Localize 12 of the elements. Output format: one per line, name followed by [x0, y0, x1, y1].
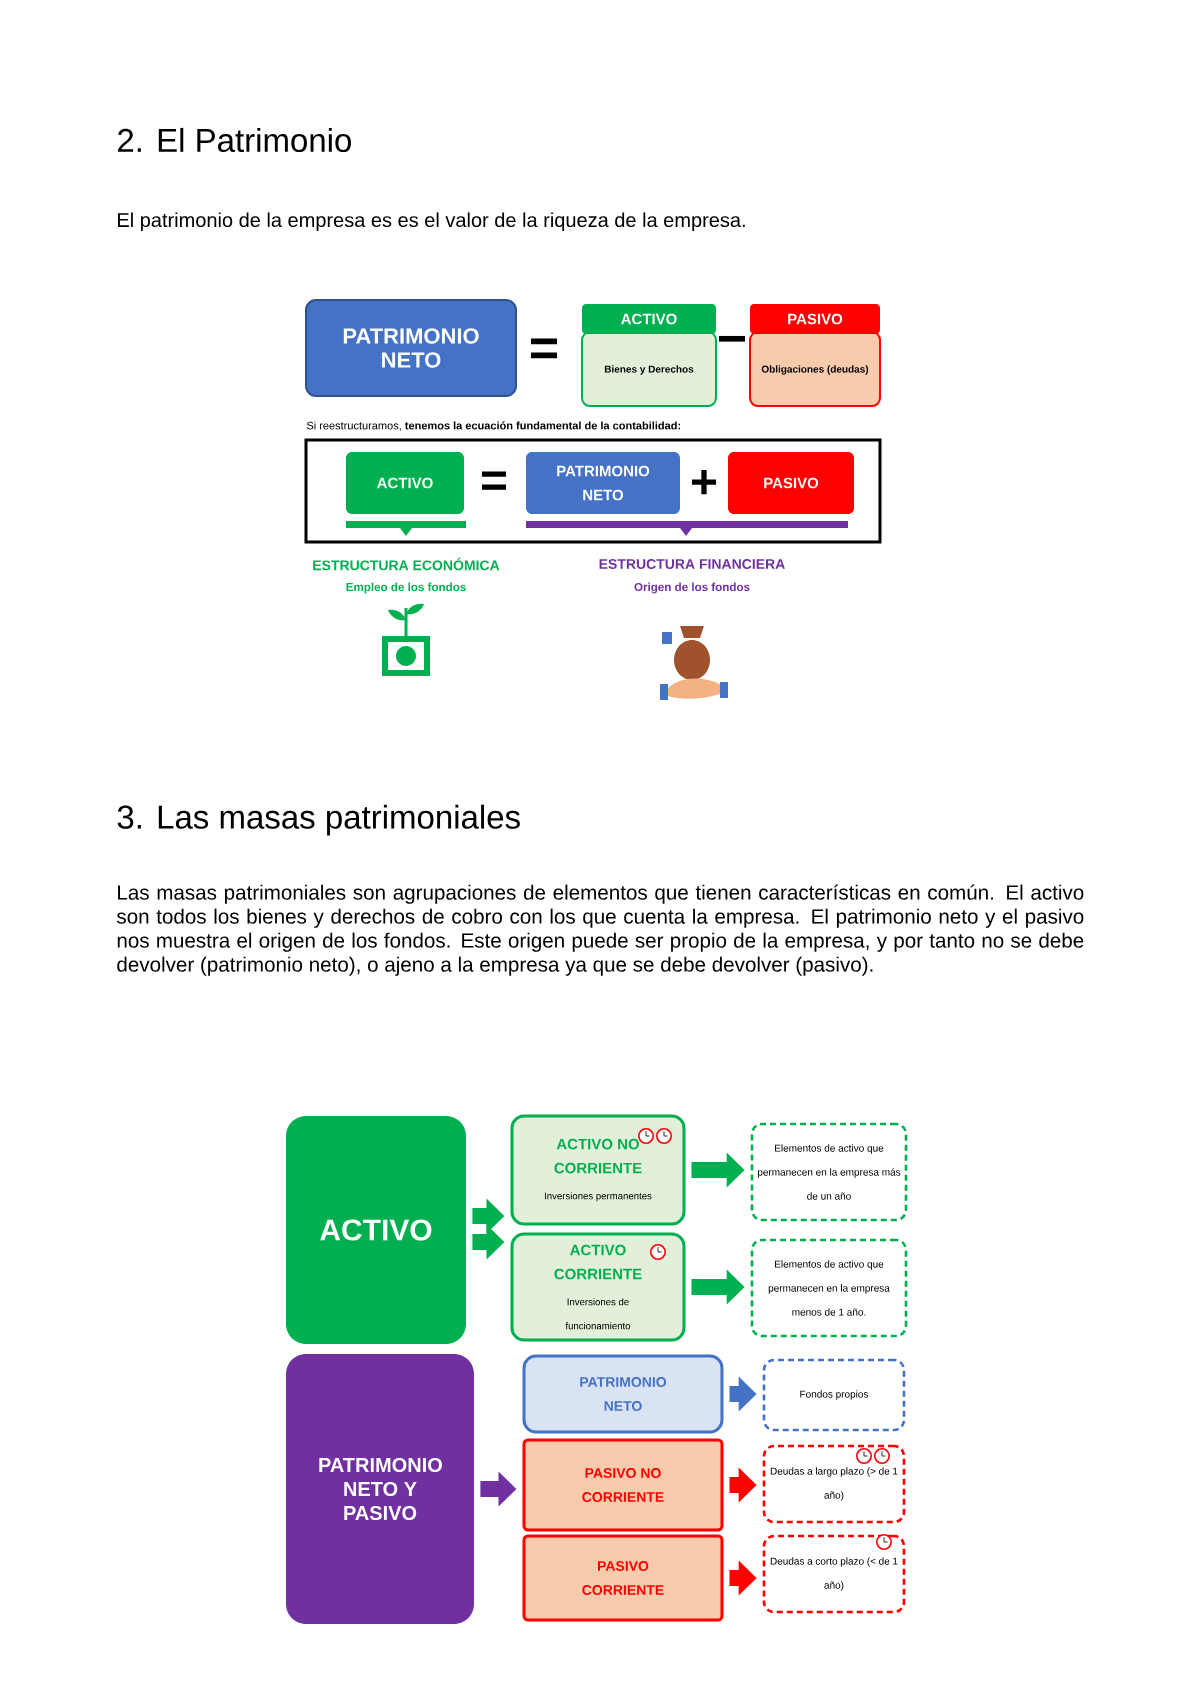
heading: 2. El Patrimonio — [118, 127, 351, 153]
minus-sign: − — [718, 335, 746, 342]
equals-sign: = — [482, 471, 507, 490]
sentence: El patrimonio de la empresa es es el valor de la riqueza de la empresa. — [118, 212, 745, 232]
equals-sign: = — [531, 338, 558, 359]
heading: 3. Las masas patrimoniales — [117, 804, 520, 836]
plus-sign: + — [692, 469, 717, 495]
paragraph: Las masas patrimoniales son agrupaciones de elementos que tienen características en común. El activo son todos los bienes y derechos de cobro con los que cuenta la empresa. El patrimonio neto y el pasivo nos muestra el origen de los fondos. Este origen puede ser propio de la empresa, y por tanto no se debe devolver (patrimonio neto), o ajeno a la empresa ya que se debe devolver (pasivo). — [116, 884, 1084, 976]
equity-liability-box: PATRIMONIO NETO Y PASIVO — [286, 1354, 474, 1624]
equation-frame — [304, 438, 882, 544]
asset-box: ACTIVO — [286, 1116, 466, 1344]
equity-box: PATRIMONIO NETO — [305, 299, 517, 397]
